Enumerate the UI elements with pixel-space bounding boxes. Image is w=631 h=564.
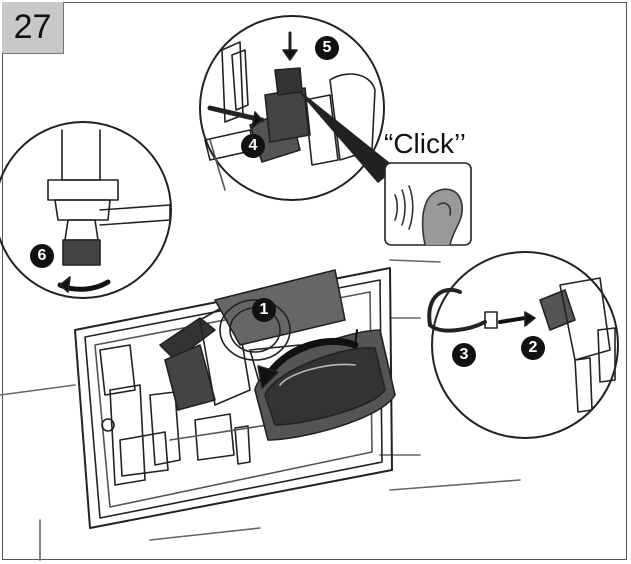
callout-1: 1 [252,298,276,322]
callout-5: 5 [315,36,339,60]
ear-icon [421,188,464,246]
fill-valve-assembly [159,269,396,441]
callout-6: 6 [30,244,54,268]
callout-2: 2 [521,336,545,360]
detail-hose [427,251,619,439]
step-number: 27 [2,2,64,54]
click-sound-label: “Click’’ [384,128,466,159]
callout-4: 4 [241,134,265,158]
callout-3: 3 [452,343,476,367]
ear-panel [384,162,472,246]
detail-valve [0,121,172,299]
arrow-icon [257,365,279,389]
detail-clip [199,15,385,201]
valve-icon [62,239,101,266]
